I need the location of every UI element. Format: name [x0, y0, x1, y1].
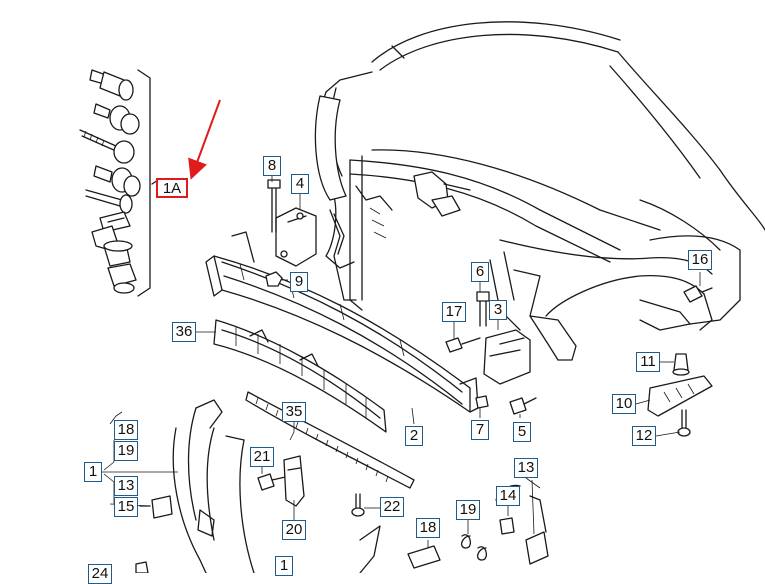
callout-7[interactable]: 7 [471, 420, 489, 440]
callout-24[interactable]: 24 [88, 564, 112, 584]
callout-6[interactable]: 6 [471, 262, 489, 282]
callout-14[interactable]: 14 [496, 486, 520, 506]
callout-1[interactable]: 1 [84, 462, 102, 482]
callout-3[interactable]: 3 [489, 300, 507, 320]
callout-22[interactable]: 22 [380, 497, 404, 517]
callout-20[interactable]: 20 [282, 520, 306, 540]
callout-13[interactable]: 13 [114, 476, 138, 496]
grille-strip [245, 391, 415, 489]
callout-4[interactable]: 4 [291, 174, 309, 194]
highlight-arrow [188, 99, 221, 180]
energy-absorber [213, 319, 387, 433]
callout-16[interactable]: 16 [688, 250, 712, 270]
callout-19[interactable]: 19 [114, 441, 138, 461]
callout-17[interactable]: 17 [442, 302, 466, 322]
fastener-kit [79, 69, 159, 297]
callout-13-lower[interactable]: 13 [514, 458, 538, 478]
callout-36[interactable]: 36 [172, 322, 196, 342]
callout-21[interactable]: 21 [250, 447, 274, 467]
callout-19-lower[interactable]: 19 [456, 500, 480, 520]
callout-2[interactable]: 2 [405, 426, 423, 446]
bumper-cover [139, 399, 381, 573]
small-parts [135, 179, 713, 573]
callout-10[interactable]: 10 [612, 394, 636, 414]
callout-1-lower[interactable]: 1 [275, 556, 293, 576]
callout-11[interactable]: 11 [636, 352, 660, 372]
callout-9[interactable]: 9 [290, 272, 308, 292]
callout-1A[interactable]: 1A [156, 178, 188, 198]
callout-15[interactable]: 15 [114, 497, 138, 517]
car-body [275, 21, 765, 385]
callout-18[interactable]: 18 [114, 420, 138, 440]
callout-35[interactable]: 35 [282, 402, 306, 422]
callout-12[interactable]: 12 [632, 426, 656, 446]
callout-5[interactable]: 5 [513, 422, 531, 442]
callout-18-lower[interactable]: 18 [416, 518, 440, 538]
callout-8[interactable]: 8 [263, 156, 281, 176]
